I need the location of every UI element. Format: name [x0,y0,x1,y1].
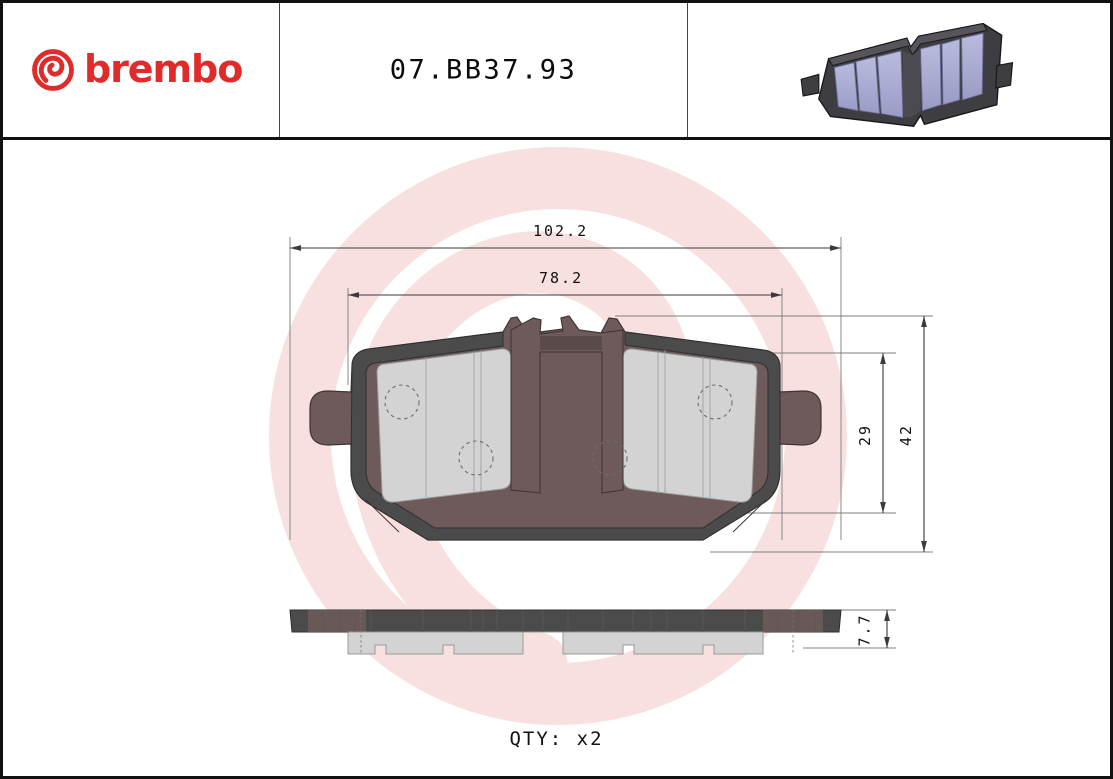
product-photo-cell [688,3,1110,137]
drawing-area: 102.2 78.2 29 42 7.7 QTY: x2 [3,140,1110,776]
brembo-logo: brembo [31,48,252,92]
brembo-wordmark: brembo [84,48,243,91]
part-number-cell: 07.BB37.93 [280,3,688,137]
part-number: 07.BB37.93 [389,54,578,86]
quantity-label: QTY: x2 [509,728,604,750]
pad-views [289,237,933,655]
dimension-label-overall-height: 42 [897,423,916,447]
dimension-label-overall-thickness: 7.7 [855,613,874,647]
title-block: brembo 07.BB37.93 [3,3,1110,140]
logo-cell: brembo [3,3,280,137]
brake-pad-3d-view-icon [800,22,1014,127]
dimension-label-overall-width: 102.2 [533,222,589,240]
brembo-logo-icon [32,49,74,91]
dimension-label-friction-width: 78.2 [539,269,584,287]
svg-text:brembo: brembo [84,48,242,91]
dimension-label-friction-height: 29 [856,423,875,447]
